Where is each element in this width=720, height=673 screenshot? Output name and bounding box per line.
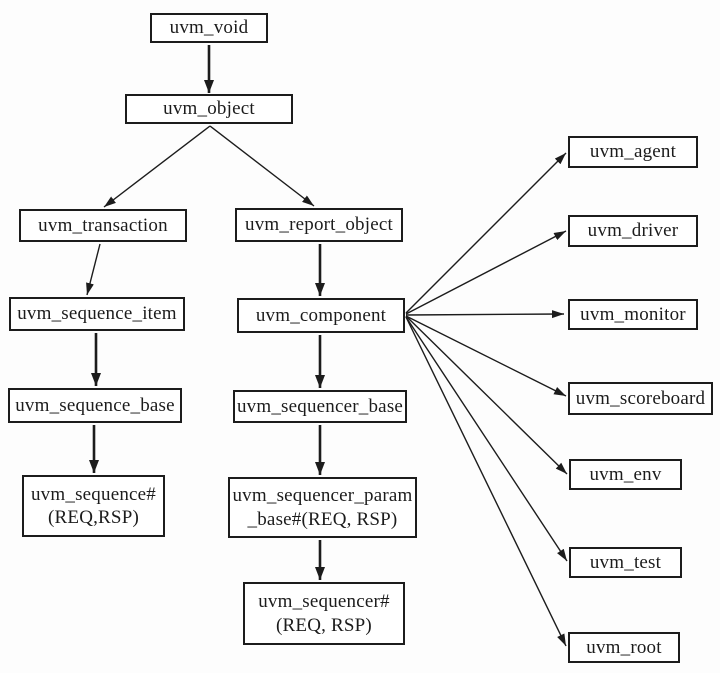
edge-uvm_component-uvm_agent [405, 152, 567, 314]
edge-uvm_component-uvm_scoreboard [405, 315, 567, 397]
edge-uvm_object-uvm_report_object [209, 125, 315, 207]
edge-uvm_component-uvm_env [405, 315, 568, 475]
node-uvm_report_object: uvm_report_object [235, 208, 403, 242]
node-uvm_sequence: uvm_sequence# (REQ,RSP) [22, 475, 165, 537]
node-uvm_env: uvm_env [569, 459, 682, 490]
edge-uvm_object-uvm_transaction [103, 125, 211, 208]
node-uvm_test: uvm_test [569, 547, 682, 578]
node-uvm_monitor: uvm_monitor [568, 299, 698, 330]
edge-uvm_component-uvm_monitor [405, 310, 565, 319]
edge-uvm_component-uvm_test [405, 316, 568, 562]
node-uvm_scoreboard: uvm_scoreboard [568, 382, 713, 415]
node-uvm_void: uvm_void [150, 13, 268, 43]
node-uvm_sequencer_param_base: uvm_sequencer_param _base#(REQ, RSP) [228, 477, 417, 538]
edge-uvm_component-uvm_driver [405, 230, 567, 315]
node-uvm_sequence_base: uvm_sequence_base [8, 388, 182, 423]
node-uvm_transaction: uvm_transaction [19, 209, 187, 242]
node-uvm_sequencer: uvm_sequencer# (REQ, RSP) [243, 582, 405, 645]
node-uvm_component: uvm_component [237, 298, 405, 333]
node-uvm_sequence_item: uvm_sequence_item [9, 297, 185, 331]
node-uvm_sequencer_base: uvm_sequencer_base [233, 390, 407, 423]
node-uvm_object: uvm_object [125, 94, 293, 124]
edge-uvm_transaction-uvm_sequence_item [86, 243, 101, 296]
node-uvm_driver: uvm_driver [568, 215, 698, 247]
edge-uvm_component-uvm_root [405, 316, 567, 647]
node-uvm_agent: uvm_agent [568, 136, 698, 168]
node-uvm_root: uvm_root [568, 632, 680, 663]
